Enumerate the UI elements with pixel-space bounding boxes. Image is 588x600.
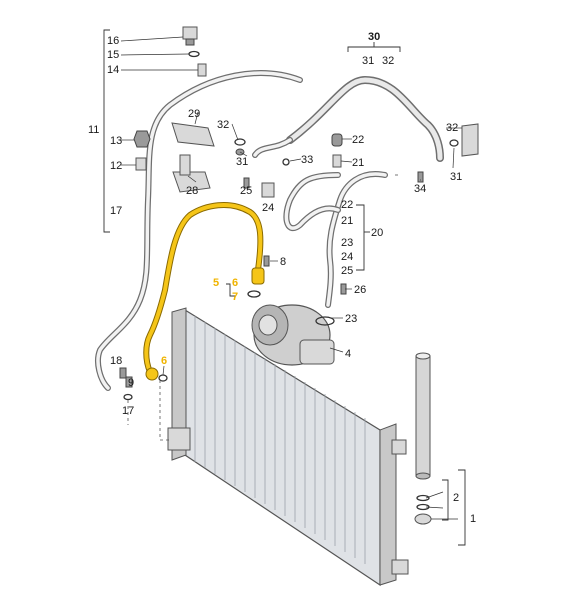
condenser <box>167 307 409 587</box>
label-2: 2 <box>453 492 459 504</box>
label-31-top: 31 <box>362 55 374 67</box>
label-7: 7 <box>232 291 238 303</box>
label-26: 26 <box>354 284 366 296</box>
label-16: 16 <box>107 35 119 47</box>
label-1: 1 <box>470 513 476 525</box>
label-32-top: 32 <box>382 55 394 67</box>
label-8: 8 <box>280 256 286 268</box>
label-24-left: 24 <box>262 202 274 214</box>
label-25-left: 25 <box>240 185 252 197</box>
highlighted-refrigerant-line <box>143 202 265 381</box>
label-28: 28 <box>186 185 198 197</box>
compressor <box>251 304 335 366</box>
label-31-right: 31 <box>450 171 462 183</box>
label-5: 5 <box>213 277 219 289</box>
label-17-upper: 17 <box>110 205 122 217</box>
label-9: 9 <box>128 377 134 389</box>
reference-lines <box>127 174 400 441</box>
leader-lines <box>120 36 462 520</box>
receiver-drier <box>414 352 432 525</box>
label-32-left: 32 <box>217 119 229 131</box>
label-33: 33 <box>301 154 313 166</box>
callout-labels: 16 15 14 11 13 12 17 29 28 32 31 33 25 2… <box>88 31 476 525</box>
label-17-lower: 17 <box>122 405 134 417</box>
refrigerant-lines <box>95 70 444 391</box>
label-21-group: 21 <box>341 215 353 227</box>
label-15: 15 <box>107 49 119 61</box>
label-11: 11 <box>88 124 99 136</box>
label-20: 20 <box>371 227 383 239</box>
label-6-upper: 6 <box>232 277 238 289</box>
label-14: 14 <box>107 64 119 76</box>
label-22-right: 22 <box>352 134 364 146</box>
label-29: 29 <box>188 108 200 120</box>
label-23-group: 23 <box>341 237 353 249</box>
label-4: 4 <box>345 348 351 360</box>
label-24-group: 24 <box>341 251 353 263</box>
label-21-right: 21 <box>352 157 364 169</box>
label-25-group: 25 <box>341 265 353 277</box>
label-34: 34 <box>414 183 426 195</box>
label-12: 12 <box>110 160 122 172</box>
label-31-left: 31 <box>236 156 248 168</box>
label-13: 13 <box>110 135 122 147</box>
label-23-compressor: 23 <box>345 313 357 325</box>
brackets <box>103 29 466 546</box>
label-22-group: 22 <box>341 199 353 211</box>
label-30: 30 <box>368 31 380 43</box>
label-6-lower: 6 <box>161 355 167 367</box>
label-18: 18 <box>110 355 122 367</box>
small-parts <box>119 26 479 401</box>
label-32-right: 32 <box>446 122 458 134</box>
